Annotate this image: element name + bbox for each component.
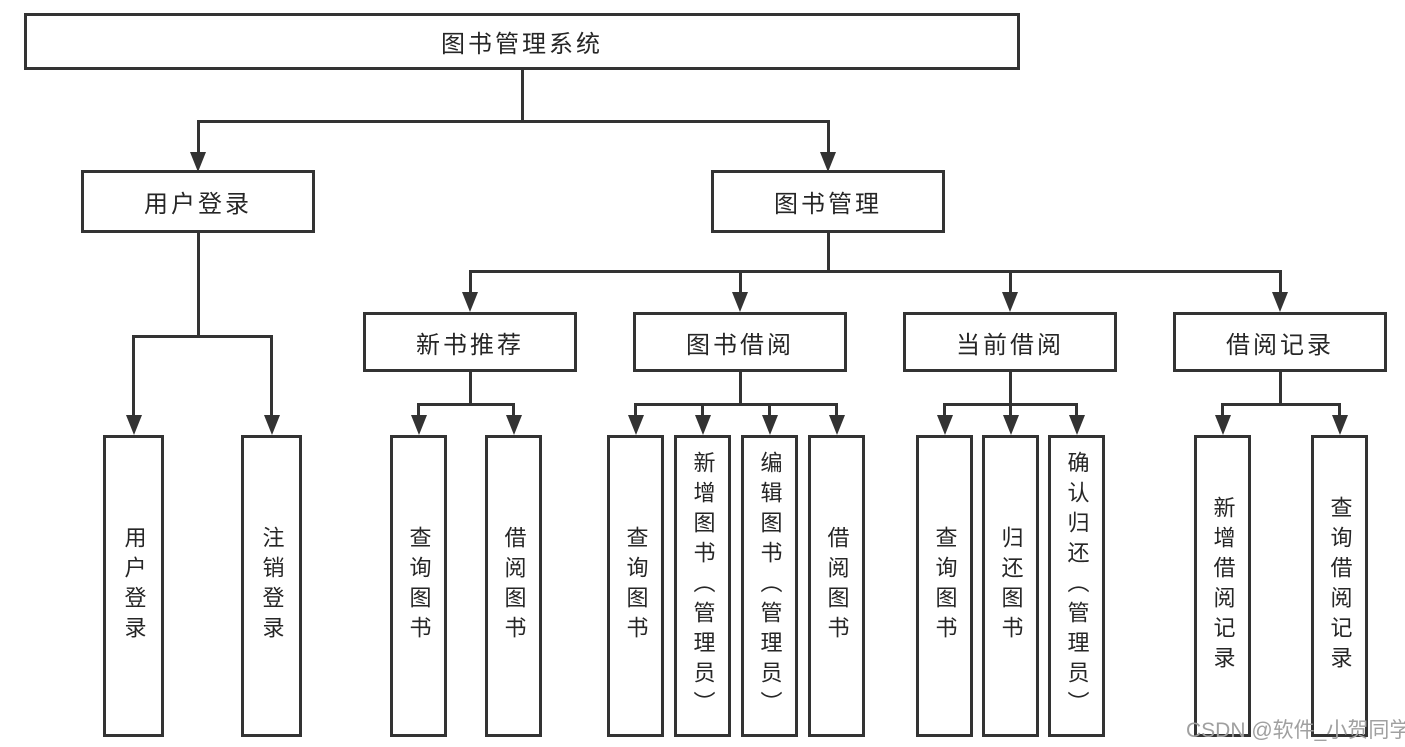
node-book-borrowing-label: 图书借阅 xyxy=(686,331,794,359)
connector-line xyxy=(196,233,200,335)
arrowhead-down-icon xyxy=(627,415,644,435)
leaf-borrow-books-a-label: 借阅图书 xyxy=(501,526,527,646)
connector-line xyxy=(512,403,515,415)
node-root-label: 图书管理系统 xyxy=(441,31,603,58)
arrowhead-down-icon xyxy=(1272,292,1288,312)
connector-line xyxy=(943,403,946,415)
connector-line xyxy=(1008,270,1012,292)
node-borrowing-records: 借阅记录 xyxy=(1173,312,1387,372)
connector-line xyxy=(417,403,515,406)
connector-line xyxy=(826,120,830,152)
connector-line xyxy=(1008,372,1012,403)
arrowhead-down-icon xyxy=(936,415,953,435)
arrowhead-down-icon xyxy=(732,292,748,312)
arrowhead-down-icon xyxy=(263,415,280,435)
arrowhead-down-icon xyxy=(1002,292,1018,312)
connector-line xyxy=(417,403,420,415)
leaf-query-books-a-label: 查询图书 xyxy=(406,526,432,646)
connector-line xyxy=(826,233,830,270)
arrowhead-down-icon xyxy=(1002,415,1019,435)
arrowhead-down-icon xyxy=(1214,415,1231,435)
leaf-user-login-label: 用户登录 xyxy=(121,526,147,646)
leaf-add-borrow-record-label: 新增借阅记录 xyxy=(1210,496,1236,676)
leaf-edit-books-admin: 编辑图书（管理员） xyxy=(741,435,798,737)
node-book-management: 图书管理 xyxy=(711,170,945,233)
node-current-borrowing-label: 当前借阅 xyxy=(956,331,1064,359)
connector-line xyxy=(1009,403,1012,415)
arrowhead-down-icon xyxy=(410,415,427,435)
arrowhead-down-icon xyxy=(694,415,711,435)
connector-line xyxy=(196,120,200,152)
node-current-borrowing: 当前借阅 xyxy=(903,312,1117,372)
leaf-return-books: 归还图书 xyxy=(982,435,1039,737)
connector-line xyxy=(270,335,273,415)
leaf-return-books-label: 归还图书 xyxy=(998,526,1024,646)
node-new-book-recommend-label: 新书推荐 xyxy=(416,331,524,359)
leaf-query-books-a: 查询图书 xyxy=(390,435,447,737)
connector-line xyxy=(468,270,472,292)
connector-line xyxy=(1338,403,1341,415)
connector-line xyxy=(1221,403,1224,415)
leaf-user-login: 用户登录 xyxy=(103,435,164,737)
node-root: 图书管理系统 xyxy=(24,13,1020,70)
arrowhead-down-icon xyxy=(505,415,522,435)
leaf-confirm-return-admin: 确认归还（管理员） xyxy=(1048,435,1105,737)
connector-line xyxy=(132,335,135,415)
arrowhead-down-icon xyxy=(828,415,845,435)
leaf-edit-books-admin-label: 编辑图书（管理员） xyxy=(757,451,783,721)
connector-line xyxy=(520,70,524,120)
leaf-query-books-c-label: 查询图书 xyxy=(932,526,958,646)
leaf-confirm-return-admin-label: 确认归还（管理员） xyxy=(1064,451,1090,721)
arrowhead-down-icon xyxy=(462,292,478,312)
connector-line xyxy=(1221,403,1341,406)
connector-line xyxy=(634,403,838,406)
connector-line xyxy=(132,335,273,338)
connector-line xyxy=(1075,403,1078,415)
node-user-login: 用户登录 xyxy=(81,170,315,233)
arrowhead-down-icon xyxy=(761,415,778,435)
connector-line xyxy=(634,403,637,415)
leaf-add-books-admin-label: 新增图书（管理员） xyxy=(690,451,716,721)
node-book-management-label: 图书管理 xyxy=(774,191,882,218)
leaf-logout: 注销登录 xyxy=(241,435,302,737)
connector-line xyxy=(768,403,771,415)
connector-line xyxy=(835,403,838,415)
node-user-login-label: 用户登录 xyxy=(144,191,252,218)
watermark: CSDN @软件_小贺同学 xyxy=(1186,719,1405,742)
leaf-query-books-b: 查询图书 xyxy=(607,435,664,737)
leaf-borrow-books-b-label: 借阅图书 xyxy=(824,526,850,646)
node-borrowing-records-label: 借阅记录 xyxy=(1226,331,1334,359)
leaf-add-books-admin: 新增图书（管理员） xyxy=(674,435,731,737)
connector-line xyxy=(738,270,742,292)
node-book-borrowing: 图书借阅 xyxy=(633,312,847,372)
connector-line xyxy=(701,403,704,415)
connector-line xyxy=(1278,270,1282,292)
connector-line xyxy=(1278,372,1282,403)
leaf-query-books-b-label: 查询图书 xyxy=(623,526,649,646)
leaf-query-borrow-record-label: 查询借阅记录 xyxy=(1327,496,1353,676)
arrowhead-down-icon xyxy=(1068,415,1085,435)
arrowhead-down-icon xyxy=(125,415,142,435)
leaf-logout-label: 注销登录 xyxy=(259,526,285,646)
leaf-add-borrow-record: 新增借阅记录 xyxy=(1194,435,1251,737)
leaf-borrow-books-a: 借阅图书 xyxy=(485,435,542,737)
arrowhead-down-icon xyxy=(820,152,836,172)
arrowhead-down-icon xyxy=(190,152,206,172)
node-new-book-recommend: 新书推荐 xyxy=(363,312,577,372)
connector-line xyxy=(468,372,472,403)
leaf-query-borrow-record: 查询借阅记录 xyxy=(1311,435,1368,737)
connector-line xyxy=(468,270,1282,273)
leaf-query-books-c: 查询图书 xyxy=(916,435,973,737)
leaf-borrow-books-b: 借阅图书 xyxy=(808,435,865,737)
connector-line xyxy=(196,120,830,123)
arrowhead-down-icon xyxy=(1331,415,1348,435)
connector-line xyxy=(738,372,742,403)
